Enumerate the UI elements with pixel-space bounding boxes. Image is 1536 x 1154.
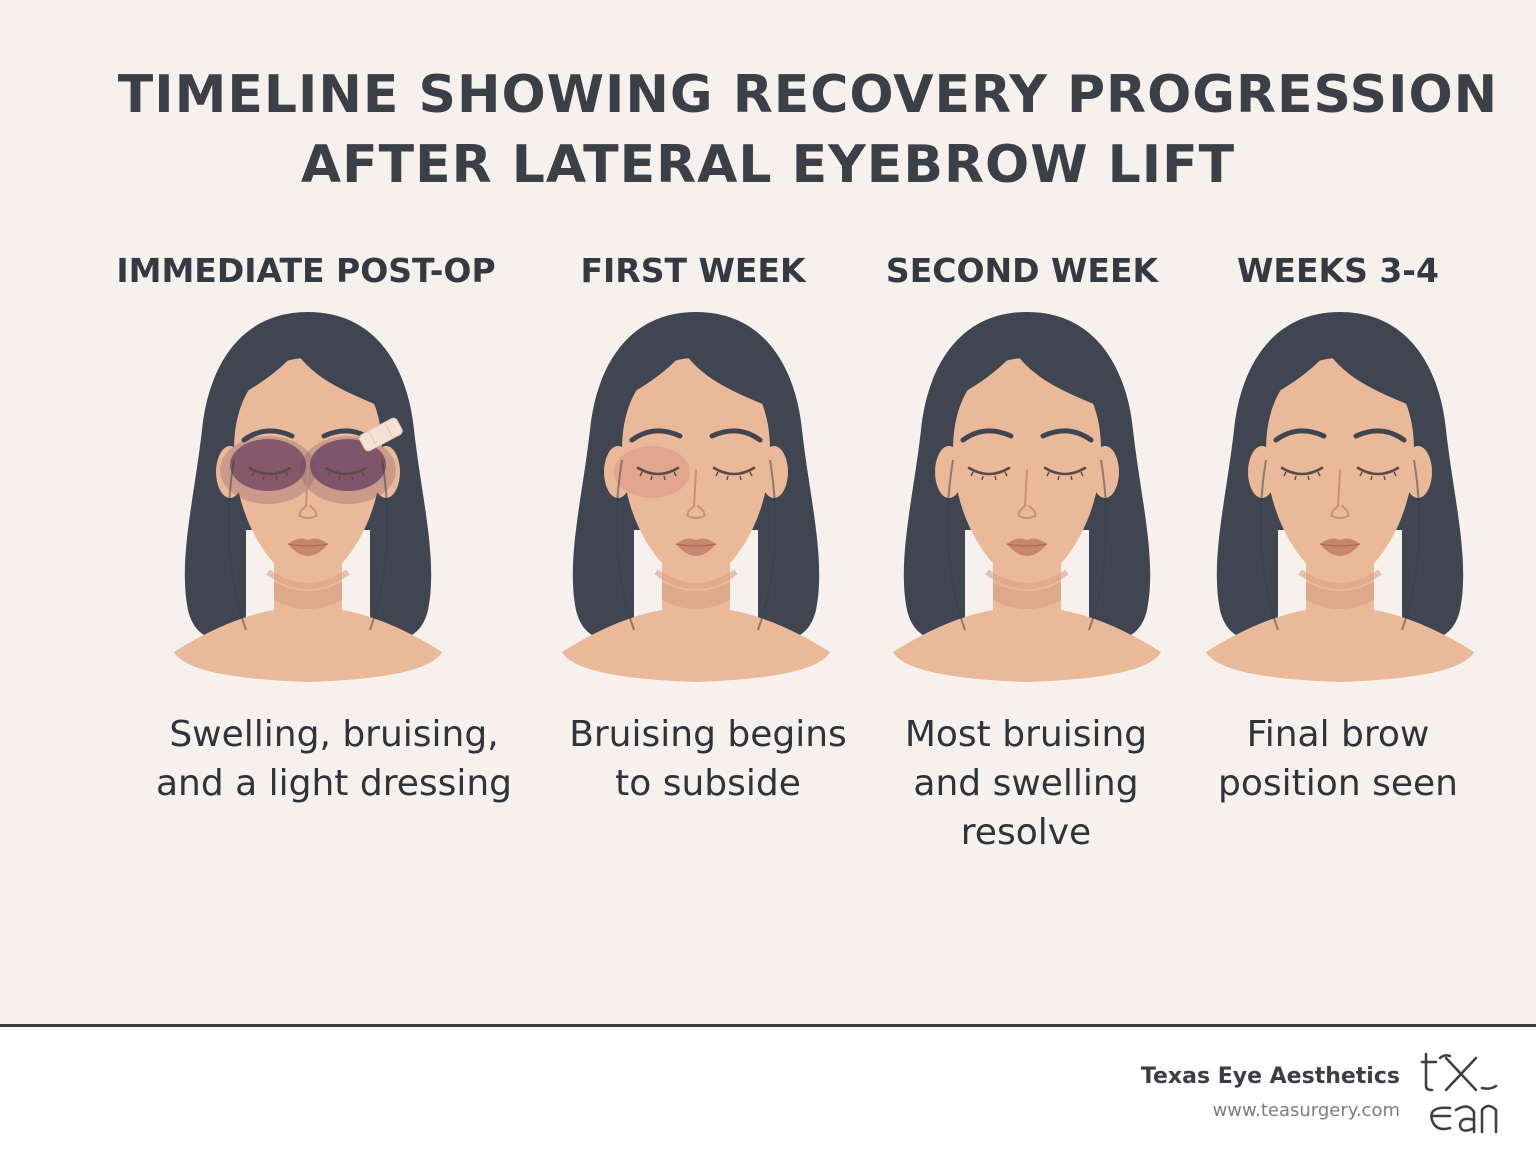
footer [0, 1027, 1536, 1154]
nose [686, 469, 706, 519]
nose [1017, 469, 1037, 519]
shoulders [1206, 610, 1474, 682]
caption-line: Most bruising [904, 714, 1148, 755]
stage-heading: WEEKS 3-4 [1237, 251, 1439, 290]
nose [298, 469, 318, 519]
caption-line: to subside [615, 763, 801, 804]
tea-monogram-logo-icon [1420, 1050, 1502, 1134]
hair-fringe [616, 324, 776, 410]
caption-line: position seen [1218, 763, 1458, 804]
face-illustration [1200, 300, 1480, 690]
stage-heading: SECOND WEEK [885, 251, 1159, 290]
eyebrow-right [709, 428, 763, 443]
face-illustration [887, 300, 1167, 690]
stage-caption: Swelling, bruising, and a light dressing [144, 710, 524, 808]
shoulders [893, 610, 1161, 682]
caption-line: and a light dressing [155, 763, 513, 804]
caption-line: resolve [960, 812, 1092, 853]
dressing-strip [359, 417, 403, 452]
stage-caption: Final brow position seen [1188, 710, 1488, 808]
brand-name: Texas Eye Aesthetics [1140, 1064, 1400, 1089]
eyebrow-left [241, 428, 295, 443]
eyebrow-left [960, 428, 1014, 443]
mouth [1320, 538, 1360, 556]
mouth [288, 538, 328, 556]
bruise-left [230, 439, 306, 491]
eye-right [1356, 466, 1400, 476]
footer-divider [0, 1024, 1536, 1027]
title-line-1: TIMELINE SHOWING RECOVERY PROGRESSION [117, 65, 1499, 125]
eyebrow-right [1353, 428, 1407, 443]
hair-fringe [1260, 324, 1420, 410]
hair-fringe [947, 324, 1107, 410]
caption-line: Final brow [1246, 714, 1430, 755]
mouth [676, 538, 716, 556]
eye-left [967, 466, 1011, 476]
hair-fringe [228, 324, 388, 410]
shoulders [562, 610, 830, 682]
eye-left [248, 466, 292, 476]
page-title: TIMELINE SHOWING RECOVERY PROGRESSION AF… [0, 60, 1536, 200]
title-line-2: AFTER LATERAL EYEBROW LIFT [300, 135, 1236, 195]
stage-heading: FIRST WEEK [580, 251, 806, 290]
caption-line: Bruising begins [569, 714, 847, 755]
caption-line: and swelling [913, 763, 1139, 804]
shoulders [174, 610, 442, 682]
stage-caption: Bruising begins to subside [548, 710, 868, 808]
eye-right [1043, 466, 1087, 476]
bruise-left [614, 446, 690, 498]
eyebrow-left [1273, 428, 1327, 443]
stage-caption: Most bruising and swelling resolve [876, 710, 1176, 857]
stage-heading: IMMEDIATE POST-OP [116, 251, 496, 290]
nose [1330, 469, 1350, 519]
eye-left [1280, 466, 1324, 476]
face-illustration [168, 300, 448, 690]
brand-url[interactable]: www.teasurgery.com [1212, 1100, 1400, 1121]
eyebrow-right [1040, 428, 1094, 443]
eyebrow-left [629, 428, 683, 443]
eye-right [324, 466, 368, 476]
eye-right [712, 466, 756, 476]
face-illustration [556, 300, 836, 690]
bruise-right [310, 439, 386, 491]
eye-left [636, 466, 680, 476]
mouth [1007, 538, 1047, 556]
caption-line: Swelling, bruising, [169, 714, 499, 755]
